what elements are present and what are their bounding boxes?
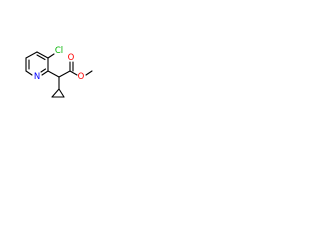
carbonyl-oxygen-label: O [68,53,75,63]
cyclopropyl-bond-1 [51,88,60,98]
ring-bond-c3-c4 [25,51,38,59]
ring-bond-n-c2 [41,70,49,76]
ring-bond-c5-c6 [25,70,33,76]
bond-c2-alpha [47,70,60,78]
structure-canvas: Cl N O O [0,0,152,152]
molecule-structure: Cl N O O [25,46,93,98]
bond-carbonyl-ester-o [69,70,78,76]
ring-bond-n-c2-double [40,68,47,73]
bond-c3-cl [47,53,55,59]
ester-oxygen-label: O [78,72,85,82]
ring-bond-c3-ring-top [36,51,49,59]
cyclopropyl-bond-3 [58,88,65,98]
bond-ester-o-methyl [85,70,93,76]
ring-bond-top-double [36,54,46,61]
bond-alpha-carbonyl [58,70,71,78]
chlorine-label: Cl [55,46,63,56]
nitrogen-label: N [34,72,40,82]
